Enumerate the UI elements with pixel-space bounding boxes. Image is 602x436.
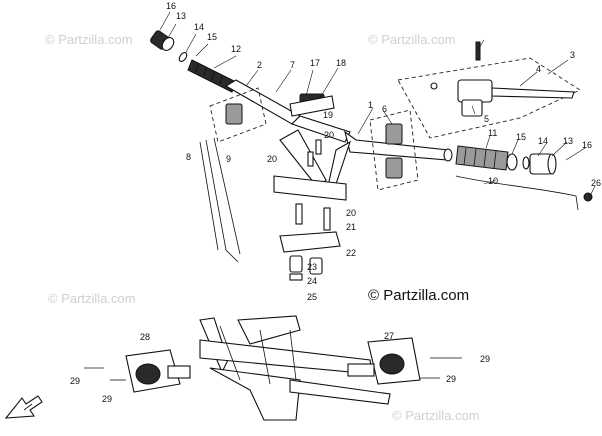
- callout-9: 9: [226, 154, 231, 164]
- callout-13: 13: [563, 136, 573, 146]
- callout-25: 25: [307, 292, 317, 302]
- watermark: © Partzilla.com: [368, 32, 456, 47]
- right-grip-assembly: [455, 145, 557, 175]
- callout-14: 14: [538, 136, 548, 146]
- lower-mount: [279, 231, 341, 281]
- callout-19: 19: [323, 110, 333, 120]
- throttle-cable: [455, 175, 579, 211]
- callout-3: 3: [570, 50, 575, 60]
- callout-26: 26: [591, 178, 601, 188]
- front-direction-arrow-icon: [4, 395, 43, 419]
- callout-16: 16: [166, 1, 176, 11]
- leader-lines: [159, 11, 596, 197]
- right-lever-assembly: [430, 41, 575, 117]
- watermark: © Partzilla.com: [392, 408, 480, 423]
- mirror-left: [125, 349, 191, 393]
- callout-7: 7: [290, 60, 295, 70]
- watermark: © Partzilla.com: [48, 291, 136, 306]
- callout-20: 20: [346, 208, 356, 218]
- clamp-right: [385, 123, 403, 145]
- callout-18: 18: [336, 58, 346, 68]
- callout-15: 15: [516, 132, 526, 142]
- callout-8: 8: [186, 152, 191, 162]
- riser-bolts: [295, 139, 331, 231]
- handlebar: [224, 79, 453, 162]
- callout-16: 16: [582, 140, 592, 150]
- callout-22: 22: [346, 248, 356, 258]
- callout-14: 14: [194, 22, 204, 32]
- callout-13: 13: [176, 11, 186, 21]
- clamp-box-right: [369, 109, 419, 191]
- clamp-left: [225, 103, 243, 125]
- left-grip-assembly: [150, 30, 237, 93]
- frame: [199, 315, 391, 421]
- callout-10: 10: [488, 176, 498, 186]
- callout-5: 5: [484, 114, 489, 124]
- callout-2: 2: [257, 60, 262, 70]
- callout-11: 11: [488, 128, 497, 138]
- bolt-26: [583, 192, 593, 202]
- callout-6: 6: [382, 104, 387, 114]
- mirror-right: [347, 337, 421, 385]
- cable-8b: [199, 141, 219, 251]
- cable-9: [213, 137, 241, 255]
- callout-20: 20: [324, 130, 334, 140]
- callout-17: 17: [310, 58, 320, 68]
- callout-28: 28: [140, 332, 150, 342]
- callout-21: 21: [346, 222, 356, 232]
- callout-29: 29: [480, 354, 490, 364]
- callout-24: 24: [307, 276, 317, 286]
- callout-23: 23: [307, 262, 317, 272]
- callout-29: 29: [70, 376, 80, 386]
- callout-29: 29: [446, 374, 456, 384]
- steering-riser: [273, 93, 351, 201]
- callout-27: 27: [384, 331, 394, 341]
- callout-12: 12: [231, 44, 241, 54]
- callout-15: 15: [207, 32, 217, 42]
- callout-1: 1: [368, 100, 373, 110]
- copyright-text: © Partzilla.com: [368, 287, 469, 304]
- watermark: © Partzilla.com: [45, 32, 133, 47]
- screws-29: [84, 357, 462, 381]
- clamp-right-lower: [385, 157, 403, 179]
- callout-4: 4: [536, 64, 541, 74]
- cable-8: [205, 139, 239, 263]
- right-switch-box: [397, 57, 581, 139]
- callout-20: 20: [267, 154, 277, 164]
- callout-29: 29: [102, 394, 112, 404]
